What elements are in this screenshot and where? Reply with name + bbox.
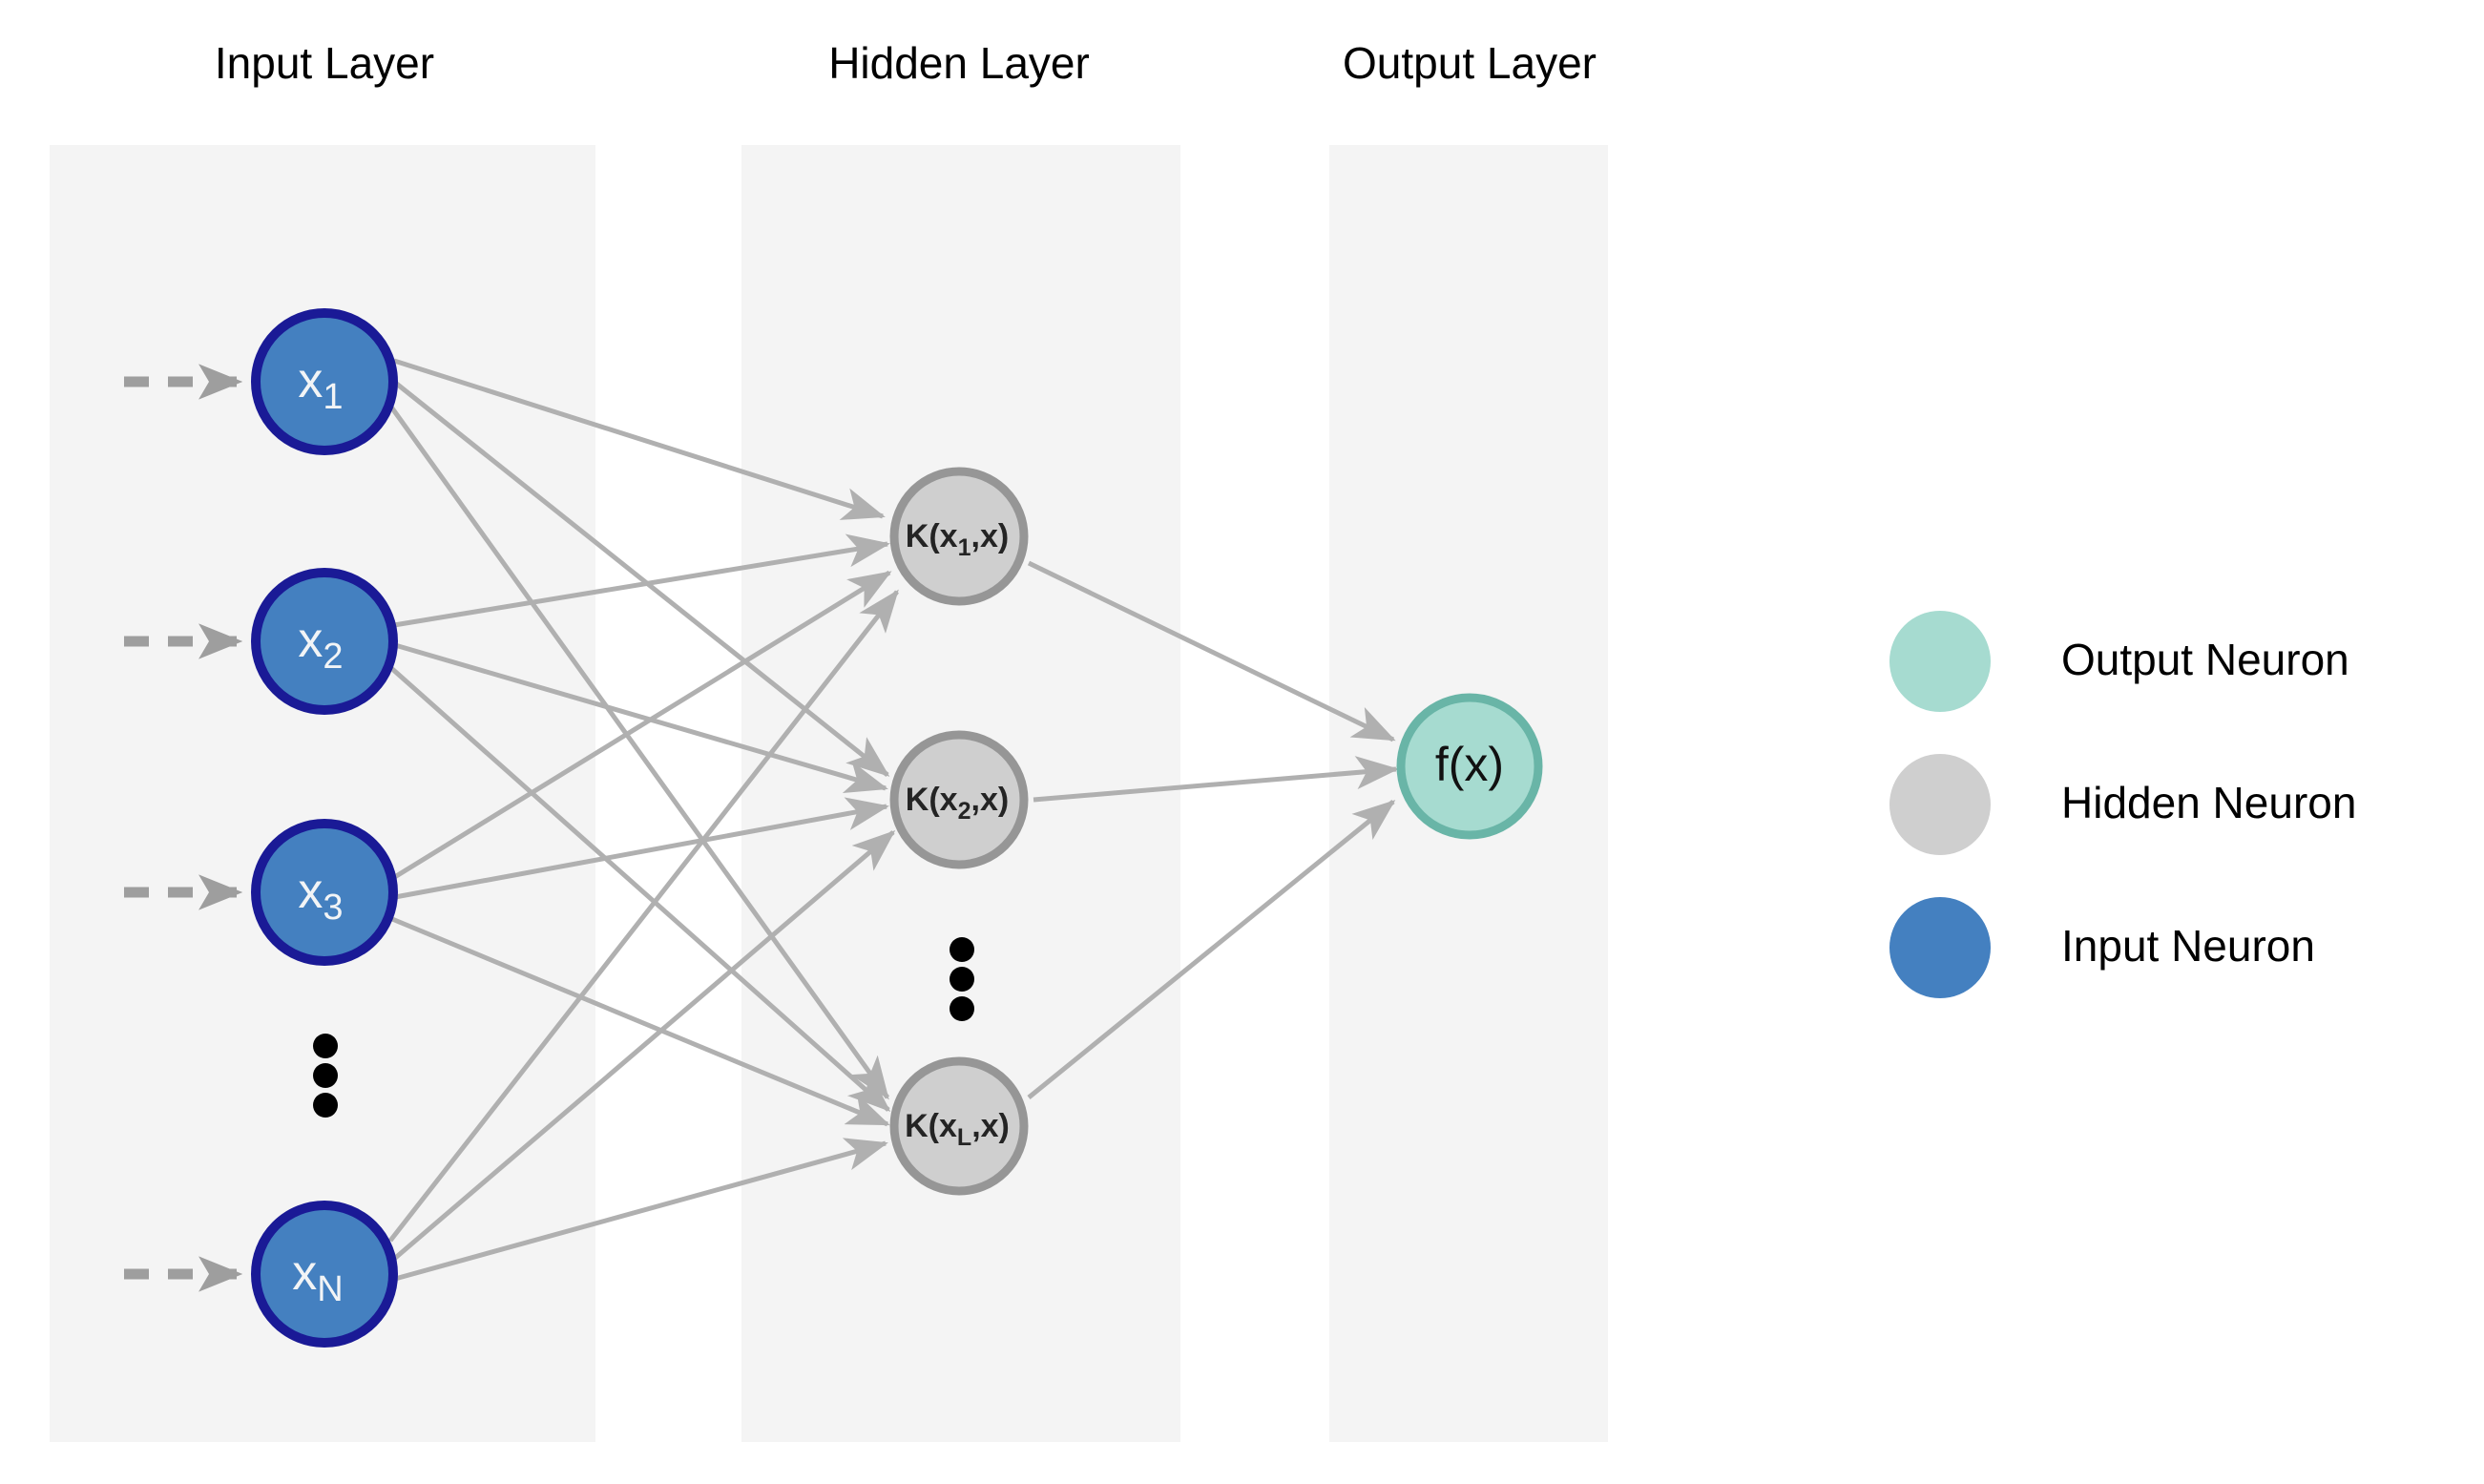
edge-x3-h1	[391, 570, 892, 881]
legend-swatch-hidden-neuron	[1889, 754, 1991, 855]
input-neuron-label: x1	[298, 353, 343, 417]
edge-h2-out	[1033, 756, 1399, 803]
hidden-neuron-circle[interactable]	[889, 1056, 1029, 1196]
legend-item-input-neuron[interactable]: Input Neuron	[1889, 897, 2315, 998]
edge-x3-h2	[394, 797, 889, 900]
legend-swatch-output-neuron	[1889, 611, 1991, 712]
ellipsis-dot	[313, 1093, 338, 1118]
external-input-arrows	[124, 364, 243, 1292]
legend-label-input-neuron: Input Neuron	[2061, 921, 2315, 971]
input-neuron-x2[interactable]: x2	[251, 568, 398, 715]
layer-titles: Input Layer Hidden Layer Output Layer	[215, 38, 1597, 88]
ellipsis-dot	[950, 967, 974, 992]
ellipsis-dot	[313, 1034, 338, 1058]
ellipsis-dot	[950, 937, 974, 962]
input-layer-ellipsis-icon	[313, 1034, 338, 1118]
edge-xN-h3	[394, 1138, 888, 1282]
hidden-to-output-edges	[1027, 560, 1399, 1099]
legend-label-output-neuron: Output Neuron	[2061, 635, 2349, 684]
hidden-neuron-label: K(xL,x)	[905, 1108, 1010, 1151]
edge-xN-h1	[388, 589, 899, 1243]
hidden-neuron-k1[interactable]: K(x1,x)	[889, 467, 1029, 606]
input-neuron-circle[interactable]	[251, 568, 398, 715]
legend: Output Neuron Hidden Neuron Input Neuron	[1889, 611, 2356, 998]
legend-item-output-neuron[interactable]: Output Neuron	[1889, 611, 2349, 712]
edge-x2-h2	[394, 642, 888, 794]
ellipsis-dot	[313, 1063, 338, 1088]
input-neurons: x1 x2 x3 xN	[251, 308, 398, 1348]
edge-x1-h1	[393, 358, 886, 520]
input-neuron-x1[interactable]: x1	[251, 308, 398, 455]
input-neuron-x3[interactable]: x3	[251, 819, 398, 966]
hidden-neuron-label: K(x1,x)	[906, 518, 1009, 561]
edge-xN-h2	[391, 830, 896, 1262]
hidden-neurons: K(x1,x) K(x2,x) K(xL,x)	[889, 467, 1029, 1196]
input-neuron-label: x3	[298, 864, 343, 928]
hidden-neuron-label: K(x2,x)	[906, 782, 1009, 825]
output-layer-title: Output Layer	[1343, 38, 1597, 88]
legend-label-hidden-neuron: Hidden Neuron	[2061, 778, 2356, 827]
hidden-neuron-circle[interactable]	[889, 467, 1029, 606]
input-layer-title: Input Layer	[215, 38, 434, 88]
edge-x3-h3	[391, 916, 890, 1127]
input-to-hidden-edges	[387, 358, 899, 1282]
input-neuron-circle[interactable]	[251, 819, 398, 966]
output-neuron-fx[interactable]: f(x)	[1396, 693, 1543, 840]
hidden-neuron-k2[interactable]: K(x2,x)	[889, 730, 1029, 869]
edge-x2-h3	[389, 666, 891, 1112]
input-neuron-xN[interactable]: xN	[251, 1201, 398, 1348]
output-neuron-circle[interactable]	[1396, 693, 1543, 840]
input-neuron-label: x2	[298, 613, 343, 677]
ellipsis-dot	[950, 996, 974, 1021]
edge-x1-h3	[387, 404, 890, 1100]
hidden-neuron-circle[interactable]	[889, 730, 1029, 869]
hidden-neuron-kL[interactable]: K(xL,x)	[889, 1056, 1029, 1196]
hidden-layer-title: Hidden Layer	[828, 38, 1090, 88]
edge-h3-out	[1027, 800, 1396, 1099]
hidden-layer-ellipsis-icon	[950, 937, 974, 1021]
edge-x2-h1	[393, 533, 890, 628]
input-neuron-circle[interactable]	[251, 308, 398, 455]
input-neuron-label: xN	[292, 1245, 343, 1309]
legend-swatch-input-neuron	[1889, 897, 1991, 998]
legend-item-hidden-neuron[interactable]: Hidden Neuron	[1889, 754, 2356, 855]
input-neuron-circle[interactable]	[251, 1201, 398, 1348]
output-neuron-label: f(x)	[1435, 738, 1504, 791]
edge-h1-out	[1027, 560, 1396, 742]
